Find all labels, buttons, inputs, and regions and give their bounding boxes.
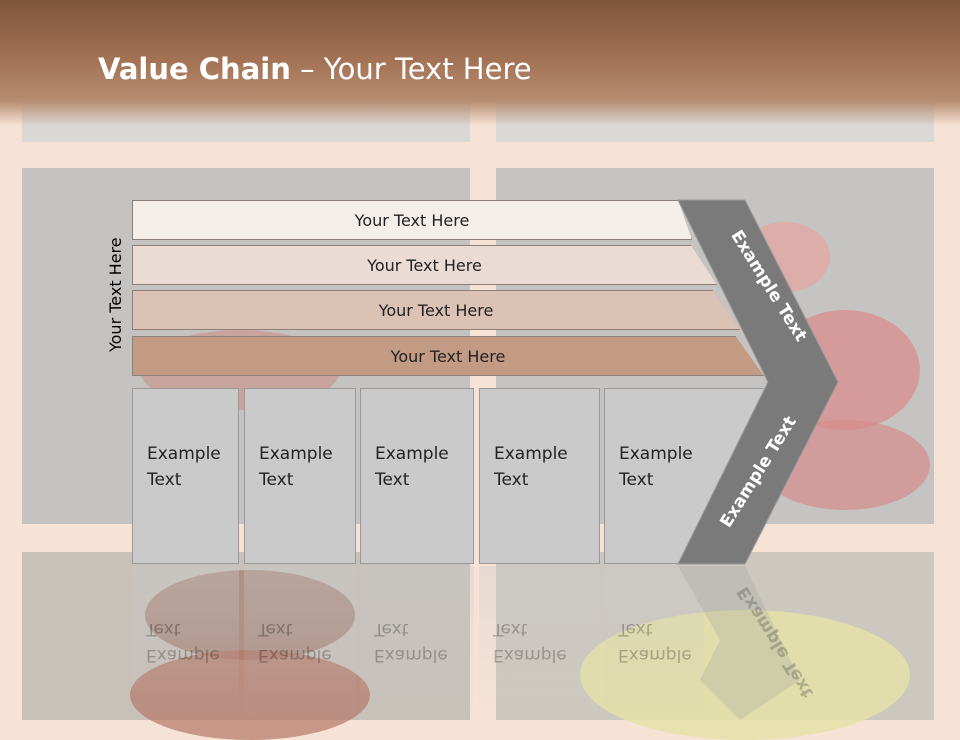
- margin-chevron[interactable]: [0, 0, 960, 720]
- box-text-line2: Text: [375, 470, 410, 490]
- box-text-line1: Example: [494, 444, 568, 464]
- macaron-image: [580, 610, 910, 740]
- primary-activity-box-1[interactable]: Example Text: [132, 388, 239, 564]
- box-text-line1: Example: [619, 444, 693, 464]
- box-text-line2: Text: [147, 470, 182, 490]
- slide-title-bold: Value Chain: [98, 52, 291, 86]
- box-text-line1: Example: [259, 444, 333, 464]
- chevron-reflection: [678, 566, 800, 720]
- support-band-2[interactable]: Your Text Here: [132, 245, 717, 285]
- primary-activity-box-3[interactable]: Example Text: [360, 388, 474, 564]
- primary-activity-box-4[interactable]: Example Text: [479, 388, 600, 564]
- macaron-image: [145, 570, 355, 660]
- primary-activity-box-2[interactable]: Example Text: [244, 388, 356, 564]
- chevron-shape: [677, 199, 839, 565]
- slide-title[interactable]: Value Chain – Your Text Here: [98, 52, 532, 86]
- support-band-1[interactable]: Your Text Here: [132, 200, 692, 240]
- box-text-line2: Text: [619, 470, 654, 490]
- support-band-4[interactable]: Your Text Here: [132, 336, 764, 376]
- box-text-line1: Example: [147, 444, 221, 464]
- support-band-3[interactable]: Your Text Here: [132, 290, 740, 330]
- header-band: [0, 0, 960, 126]
- box-text-line2: Text: [259, 470, 294, 490]
- slide-title-rest: – Your Text Here: [290, 52, 532, 86]
- box-text-line2: Text: [494, 470, 529, 490]
- box-text-line1: Example: [375, 444, 449, 464]
